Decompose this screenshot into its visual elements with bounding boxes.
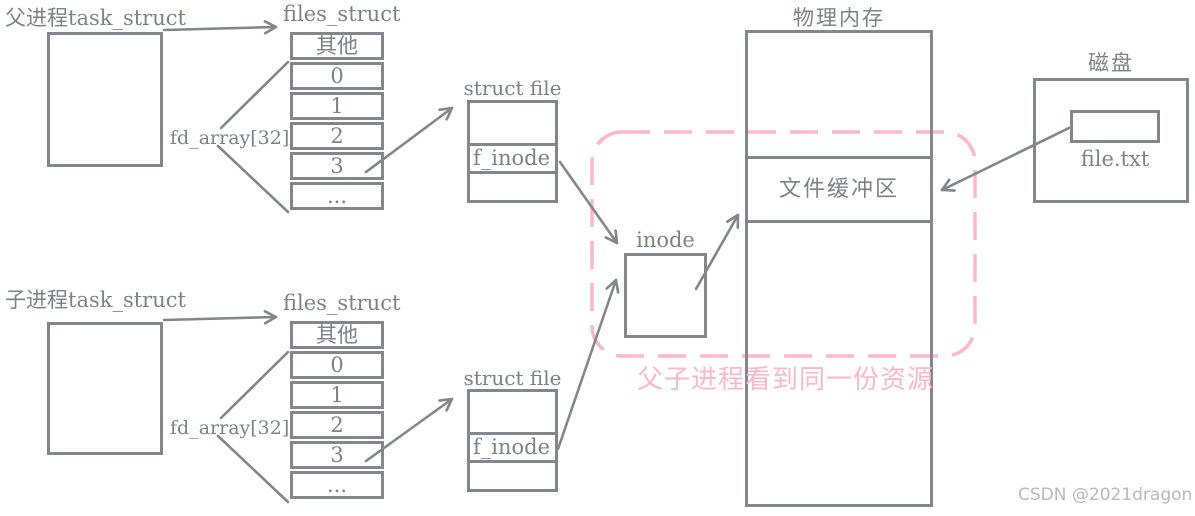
fd-row: 3 — [290, 152, 384, 180]
shared-resource-note: 父子进程看到同一份资源 — [637, 365, 935, 395]
fd-row: 其他 — [290, 321, 384, 349]
fd-row: 2 — [290, 411, 384, 439]
struct-file-field — [470, 463, 555, 489]
disk-file-label: file.txt — [1080, 147, 1150, 171]
fd-row: 1 — [290, 381, 384, 409]
parent-struct-file-box: f_inode — [467, 100, 558, 203]
child-fd-fan-upper — [219, 350, 290, 420]
fd-row: 1 — [290, 92, 384, 120]
child-task-to-files-arrow — [162, 309, 278, 325]
child-finode-to-inode-arrow — [556, 278, 620, 451]
struct-file-field — [470, 103, 555, 146]
fd-row: 3 — [290, 441, 384, 469]
disk-box — [1033, 78, 1189, 203]
child-struct-file-title: struct file — [463, 366, 562, 390]
parent-fd-array-label: fd_array[32] — [170, 127, 290, 149]
fd-row: 2 — [290, 122, 384, 150]
child-fd-fan-lower — [216, 434, 290, 504]
inode-label: inode — [636, 228, 695, 252]
child-task-struct-title: 子进程task_struct — [5, 288, 186, 312]
child-fd-array-label: fd_array[32] — [170, 417, 290, 439]
physical-memory-title: 物理内存 — [793, 6, 885, 30]
parent-files-struct-title: files_struct — [283, 2, 401, 26]
struct-file-field — [470, 392, 555, 435]
parent-struct-file-title: struct file — [463, 76, 562, 100]
inode-box — [624, 253, 707, 338]
fd-row: 0 — [290, 62, 384, 90]
file-buffer-row: 文件缓冲区 — [745, 156, 933, 223]
parent-fd-fan-lower — [216, 144, 290, 214]
parent-fd-table: 其他 0 1 2 3 ... — [290, 32, 384, 212]
fd-row: ... — [290, 471, 384, 499]
parent-fd-fan-upper — [219, 60, 290, 130]
csdn-watermark: CSDN @2021dragon — [1018, 485, 1193, 505]
fd-row: ... — [290, 182, 384, 210]
fd-row: 其他 — [290, 32, 384, 60]
physical-memory-box — [745, 30, 933, 507]
child-struct-file-box: f_inode — [467, 389, 558, 492]
disk-file-block — [1070, 110, 1160, 143]
parent-task-struct-box — [47, 32, 163, 167]
child-fd-table: 其他 0 1 2 3 ... — [290, 321, 384, 501]
parent-finode-to-inode-arrow — [558, 160, 619, 245]
parent-f-inode-field: f_inode — [470, 146, 555, 174]
child-f-inode-field: f_inode — [470, 435, 555, 463]
parent-task-struct-title: 父进程task_struct — [5, 6, 186, 30]
disk-title: 磁盘 — [1088, 51, 1134, 75]
struct-file-field — [470, 174, 555, 200]
child-files-struct-title: files_struct — [283, 291, 401, 315]
fd-row: 0 — [290, 351, 384, 379]
child-task-struct-box — [47, 322, 163, 455]
